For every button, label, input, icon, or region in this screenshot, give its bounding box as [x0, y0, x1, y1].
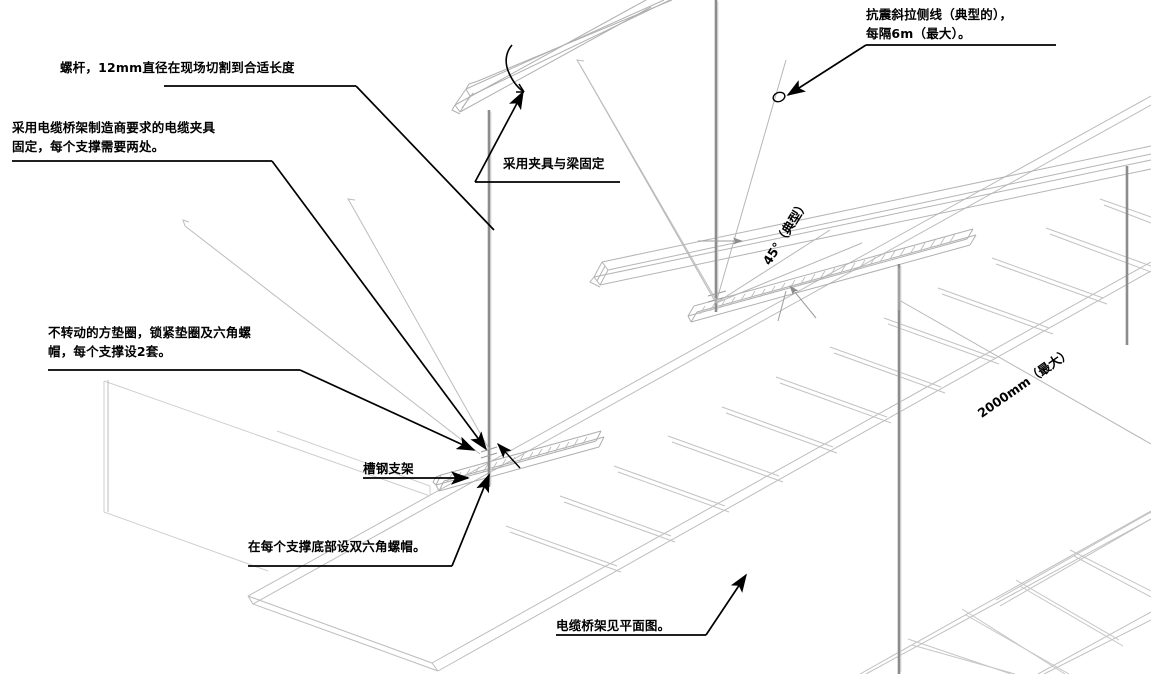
cable-tray-plan-note: 电缆桥架见平面图。 [556, 616, 670, 635]
leader-double-nut [451, 473, 490, 567]
tray-outer-guides [103, 380, 431, 572]
channel-bracket-note-line-1: 槽钢支架 [363, 461, 414, 476]
leader-beam-clamp [474, 90, 524, 183]
threaded-hanger-rods [487, 0, 1129, 674]
channel-bracket-hatch [446, 436, 588, 483]
cable-tray-plan-note-line-1: 电缆桥架见平面图。 [556, 618, 671, 633]
cable-clamp-note-line-2: 固定，每个支撑需要两处。 [12, 139, 165, 155]
seismic-brace-note-line-1: 抗震斜拉侧线（典型的）， [866, 7, 1013, 22]
cable-ladder-rungs [505, 198, 1151, 573]
square-washer-nut-note: 不转动的方垫圈，锁紧垫圈及六角螺 帽，每个支撑设2套。 [48, 323, 251, 362]
cable-clamp-note: 采用电缆桥架制造商要求的电缆夹具 固定，每个支撑需要两处。 [12, 118, 215, 157]
threaded-rod-note-line-1: 螺杆，12mm直径在现场切割到合适长度 [60, 60, 295, 75]
seismic-brace-note-line-2: 每隔6m（最大）。 [866, 26, 971, 42]
threaded-rod-highlights [490, 2, 902, 672]
leader-washer-nut [299, 369, 476, 451]
lower-tray-rungs [907, 549, 1151, 674]
right-support-channel-hatch [699, 233, 956, 315]
span-2000mm-dimension-lines [898, 268, 1151, 445]
beam-clamp-note: 采用夹具与梁固定 [503, 154, 605, 173]
double-hex-nut-note: 在每个支撑底部设双六角螺帽。 [248, 537, 426, 556]
brace-wire-eye-loop [772, 91, 786, 103]
leader-threaded-rod [355, 85, 495, 231]
channel-steel-bracket [432, 430, 605, 492]
square-washer-nut-note-line-2: 帽，每个支撑设2套。 [48, 344, 172, 360]
double-hex-nut-note-line-1: 在每个支撑底部设双六角螺帽。 [248, 539, 426, 554]
upper-left-beam [451, 0, 673, 115]
annotation-leaders [12, 44, 1056, 636]
lower-cable-tray [859, 510, 1151, 674]
angle-45-dimension-lines [698, 237, 817, 322]
leader-cable-tray [705, 573, 747, 636]
cable-ladder-tray [247, 95, 1151, 672]
gray-leader-lines [107, 59, 717, 512]
bracket-pointer-arrows [497, 442, 521, 469]
leader-seismic-brace [786, 44, 867, 96]
right-structural-beam [589, 145, 1151, 288]
cable-clamp-note-line-1: 采用电缆桥架制造商要求的电缆夹具 [12, 120, 216, 135]
beam-clamp-note-line-1: 采用夹具与梁固定 [503, 156, 605, 171]
channel-bracket-note: 槽钢支架 [363, 459, 414, 478]
threaded-rod-note: 螺杆，12mm直径在现场切割到合适长度 [60, 58, 295, 77]
square-washer-nut-note-line-1: 不转动的方垫圈，锁紧垫圈及六角螺 [48, 325, 252, 340]
leader-cable-clamp [271, 160, 488, 451]
seismic-brace-note: 抗震斜拉侧线（典型的）， 每隔6m（最大）。 [866, 5, 1012, 44]
